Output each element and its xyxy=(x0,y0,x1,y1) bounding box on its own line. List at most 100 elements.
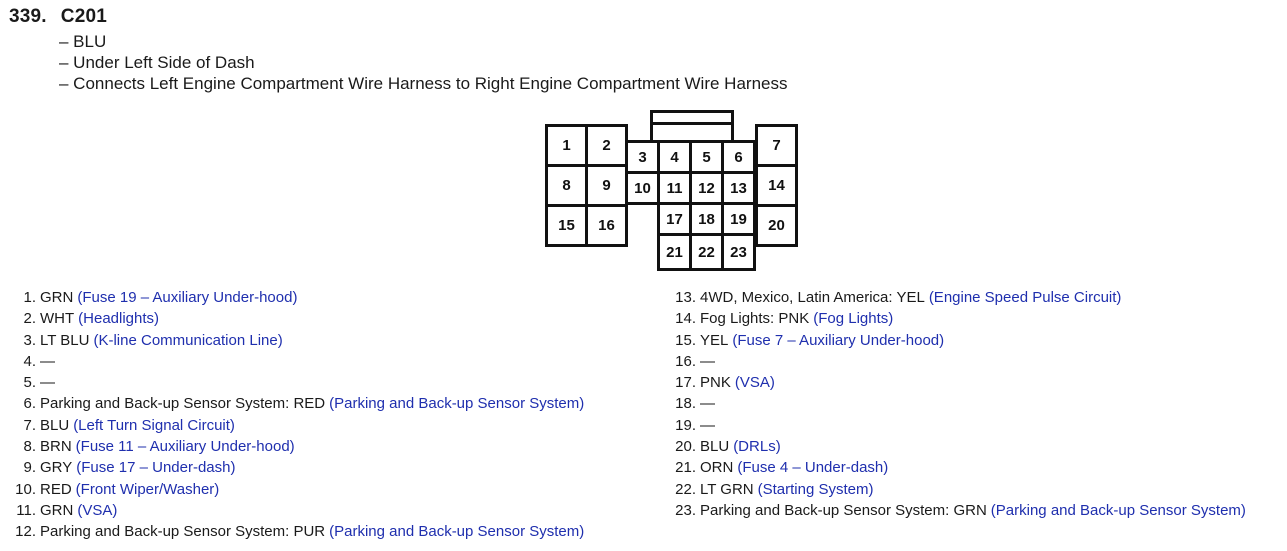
pin-8: 8 xyxy=(545,164,588,207)
pin-number: 22. xyxy=(675,480,696,498)
circuit-link[interactable]: (Front Wiper/Washer) xyxy=(75,480,220,498)
connector-title: 339. C201 xyxy=(9,6,107,28)
list-item: 22.LT GRN(Starting System) xyxy=(660,479,1246,500)
pin-12: 12 xyxy=(689,171,724,205)
pin-number: 21. xyxy=(675,459,696,477)
pin-number: 2. xyxy=(23,310,36,328)
wire-color: 4WD, Mexico, Latin America: YEL xyxy=(700,289,925,306)
circuit-link[interactable]: (Fog Lights) xyxy=(813,310,894,328)
wire-color: GRN xyxy=(40,289,74,306)
list-item: 19.— xyxy=(660,415,1246,436)
list-item: 4.— xyxy=(0,351,584,372)
circuit-link[interactable]: (Fuse 19 – Auxiliary Under-hood) xyxy=(77,289,298,306)
wire-color: LT BLU xyxy=(40,331,90,349)
pin-23: 23 xyxy=(721,233,756,271)
pin-13: 13 xyxy=(721,171,756,205)
wire-color: BRN xyxy=(40,438,72,456)
pin-22: 22 xyxy=(689,233,724,271)
list-item: 10.RED(Front Wiper/Washer) xyxy=(0,479,584,500)
list-item: 12.Parking and Back-up Sensor System: PU… xyxy=(0,521,584,542)
list-item: 17.PNK(VSA) xyxy=(660,372,1246,393)
list-item: 11.GRN(VSA) xyxy=(0,500,584,521)
wire-color: ORN xyxy=(700,459,734,477)
list-item: 13.4WD, Mexico, Latin America: YEL(Engin… xyxy=(660,287,1246,308)
pin-number: 12. xyxy=(15,523,36,541)
circuit-link[interactable]: (VSA) xyxy=(77,501,118,519)
list-item: 7.BLU(Left Turn Signal Circuit) xyxy=(0,415,584,436)
circuit-link[interactable]: (DRLs) xyxy=(733,438,781,456)
pin-16: 16 xyxy=(585,204,628,247)
list-item: 14.Fog Lights: PNK(Fog Lights) xyxy=(660,308,1246,329)
list-item: 16.— xyxy=(660,351,1246,372)
pin-number: 19. xyxy=(675,416,696,434)
pin-19: 19 xyxy=(721,202,756,236)
list-item: 1.GRN(Fuse 19 – Auxiliary Under-hood) xyxy=(0,287,584,308)
pin-10: 10 xyxy=(625,171,660,205)
pin-list-left: 1.GRN(Fuse 19 – Auxiliary Under-hood) 2.… xyxy=(0,287,584,543)
detail-location: – Under Left Side of Dash xyxy=(59,53,255,72)
wire-color: PNK xyxy=(700,374,731,392)
circuit-link[interactable]: (Left Turn Signal Circuit) xyxy=(73,416,235,434)
pin-number: 16. xyxy=(675,352,696,370)
pin-number: 1. xyxy=(23,289,36,306)
pin-21: 21 xyxy=(657,233,692,271)
circuit-link[interactable]: (Parking and Back-up Sensor System) xyxy=(329,395,585,413)
pin-18: 18 xyxy=(689,202,724,236)
pin-number: 20. xyxy=(675,438,696,456)
wire-color: Parking and Back-up Sensor System: RED xyxy=(40,395,326,413)
list-item: 3.LT BLU(K-line Communication Line) xyxy=(0,330,584,351)
pin-3: 3 xyxy=(625,140,660,174)
circuit-link[interactable]: (Parking and Back-up Sensor System) xyxy=(990,501,1246,519)
list-item: 20.BLU(DRLs) xyxy=(660,436,1246,457)
pin-4: 4 xyxy=(657,140,692,174)
wire-color: RED xyxy=(40,480,72,498)
wire-color: Parking and Back-up Sensor System: PUR xyxy=(40,523,326,541)
pin-1: 1 xyxy=(545,124,588,167)
circuit-link[interactable]: (Fuse 7 – Auxiliary Under-hood) xyxy=(732,331,945,349)
list-item: 18.— xyxy=(660,393,1246,414)
connector-latch-bar xyxy=(650,122,734,125)
circuit-link[interactable]: (Fuse 17 – Under-dash) xyxy=(76,459,236,477)
list-item: 5.— xyxy=(0,372,584,393)
pin-number: 7. xyxy=(23,416,36,434)
pin-number: 4. xyxy=(23,352,36,370)
circuit-link[interactable]: (Headlights) xyxy=(78,310,160,328)
wire-color: Parking and Back-up Sensor System: GRN xyxy=(700,501,987,519)
wire-color: LT GRN xyxy=(700,480,754,498)
pin-number: 6. xyxy=(23,395,36,413)
list-item: 9.GRY(Fuse 17 – Under-dash) xyxy=(0,457,584,478)
circuit-link[interactable]: (Fuse 4 – Under-dash) xyxy=(737,459,889,477)
circuit-link[interactable]: (Fuse 11 – Auxiliary Under-hood) xyxy=(75,438,295,456)
connector-id: C201 xyxy=(60,6,108,27)
pin-2: 2 xyxy=(585,124,628,167)
list-item: 8.BRN(Fuse 11 – Auxiliary Under-hood) xyxy=(0,436,584,457)
pin-6: 6 xyxy=(721,140,756,174)
wire-color: — xyxy=(700,395,715,413)
pin-number: 11. xyxy=(16,501,36,519)
pin-number: 17. xyxy=(675,374,696,392)
wire-color: GRN xyxy=(40,501,74,519)
wire-color: BLU xyxy=(700,438,730,456)
wire-color: Fog Lights: PNK xyxy=(700,310,810,328)
pin-number: 5. xyxy=(23,374,36,392)
list-item: 2.WHT(Headlights) xyxy=(0,308,584,329)
pin-list-right: 13.4WD, Mexico, Latin America: YEL(Engin… xyxy=(660,287,1246,521)
circuit-link[interactable]: (Engine Speed Pulse Circuit) xyxy=(928,289,1122,306)
pin-9: 9 xyxy=(585,164,628,207)
wire-color: — xyxy=(40,352,55,370)
circuit-link[interactable]: (K-line Communication Line) xyxy=(93,331,283,349)
item-number: 339. xyxy=(9,6,47,27)
pin-number: 15. xyxy=(675,331,696,349)
detail-color: – BLU xyxy=(59,32,107,51)
wire-color: YEL xyxy=(700,331,729,349)
circuit-link[interactable]: (Starting System) xyxy=(757,480,874,498)
wire-color: — xyxy=(700,352,715,370)
wire-color: BLU xyxy=(40,416,70,434)
pin-number: 14. xyxy=(675,310,696,328)
pin-number: 9. xyxy=(23,459,36,477)
connector-diagram: 1 2 7 3 4 5 6 8 9 10 11 12 13 14 15 16 1… xyxy=(545,110,800,272)
circuit-link[interactable]: (VSA) xyxy=(734,374,775,392)
list-item: 15.YEL(Fuse 7 – Auxiliary Under-hood) xyxy=(660,330,1246,351)
pin-15: 15 xyxy=(545,204,588,247)
circuit-link[interactable]: (Parking and Back-up Sensor System) xyxy=(329,523,585,541)
